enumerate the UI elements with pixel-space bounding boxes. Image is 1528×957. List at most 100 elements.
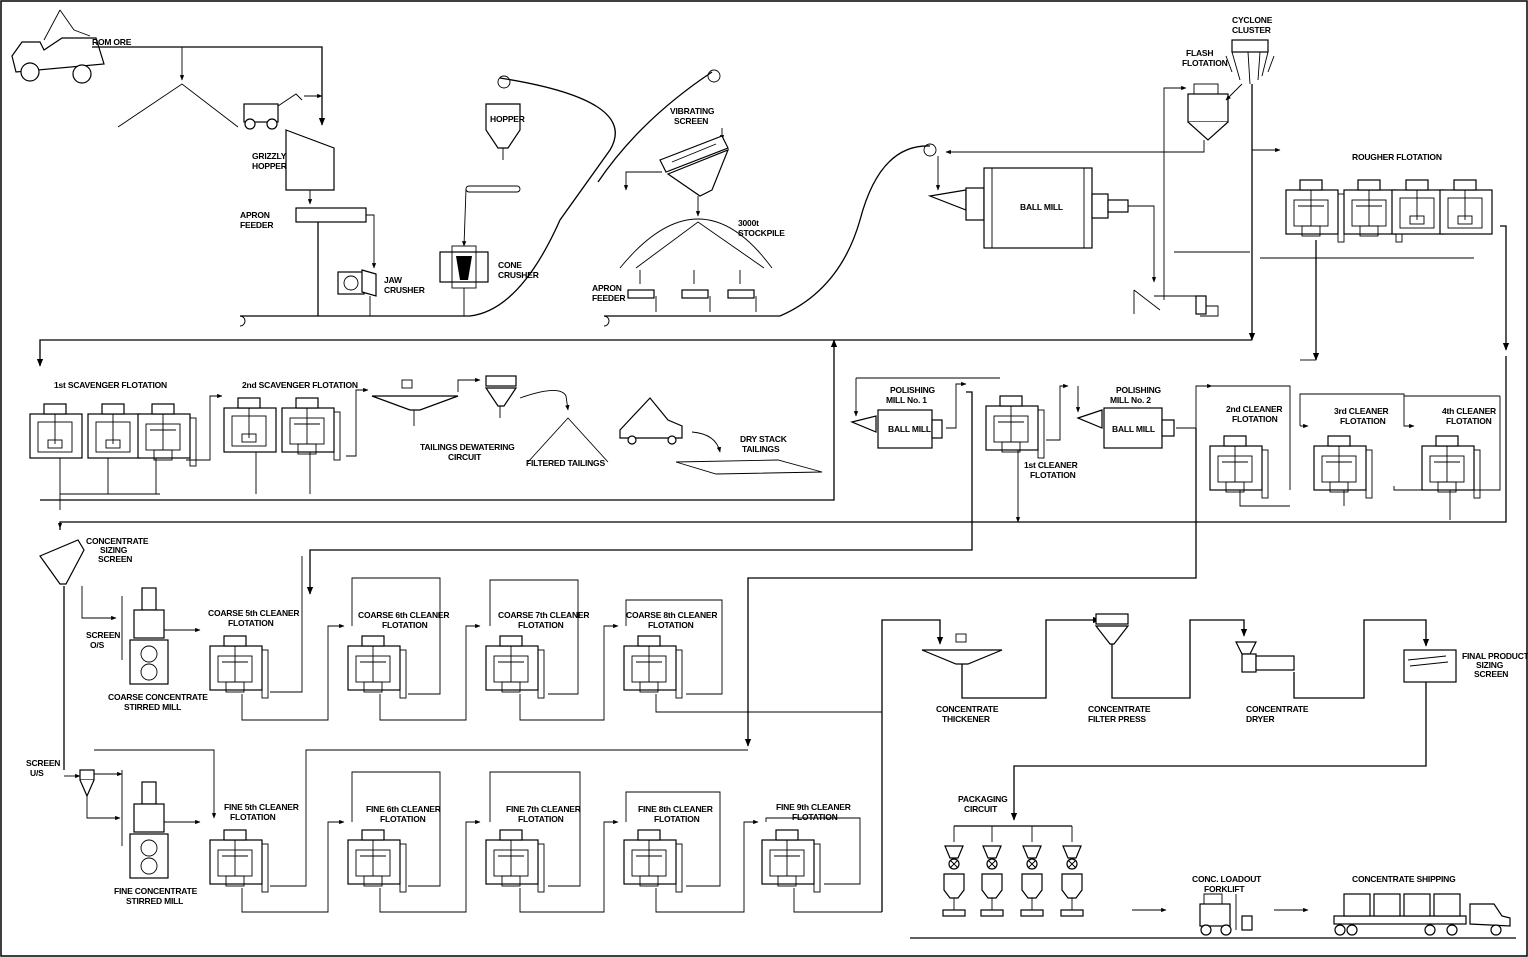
final-product-sizing-screen bbox=[1403, 649, 1457, 683]
fine-8-cell bbox=[623, 829, 683, 893]
dump-truck-icon bbox=[619, 397, 683, 445]
ball-mill-small-2-label: BALL MILL bbox=[1112, 424, 1155, 434]
conc-shipping-label: CONCENTRATE SHIPPING bbox=[1352, 874, 1456, 884]
fine-hydrocyclone bbox=[79, 769, 95, 798]
concentrate-dryer bbox=[1235, 641, 1295, 673]
fine-6-cell bbox=[347, 829, 407, 893]
fine-9-cell bbox=[761, 829, 821, 893]
concentrate-filter-press bbox=[1094, 613, 1130, 645]
scavenger-2-label: 2nd SCAVENGER FLOTATION bbox=[242, 380, 358, 390]
jaw-crusher bbox=[337, 269, 377, 297]
scavenger-1-cells bbox=[29, 403, 197, 467]
cleaner-1-cell bbox=[985, 395, 1045, 459]
concentrate-thickener bbox=[921, 633, 1003, 665]
apron-feeder-1 bbox=[295, 207, 367, 223]
front-loader-icon bbox=[243, 93, 303, 130]
tailings-thickener bbox=[371, 379, 459, 411]
packaging-bagger-1 bbox=[942, 845, 966, 917]
hopper-label: HOPPER bbox=[490, 114, 525, 124]
cone-crusher bbox=[439, 245, 489, 289]
polishing-mill-1 bbox=[850, 409, 943, 449]
ball-mill-label: BALL MILL bbox=[1020, 202, 1063, 212]
filtered-tailings-label: FILTERED TAILINGS bbox=[526, 458, 605, 468]
flash-flotation-cell bbox=[1187, 83, 1229, 141]
scavenger-2-cells bbox=[223, 397, 341, 461]
haul-truck-icon bbox=[11, 9, 105, 84]
rougher-flotation-label: ROUGHER FLOTATION bbox=[1352, 152, 1442, 162]
hopper bbox=[485, 103, 521, 149]
coarse-8-cell bbox=[623, 635, 683, 699]
cleaner-2-cell bbox=[1209, 435, 1269, 499]
dry-stack-tailings bbox=[675, 459, 823, 475]
fine-7-cell bbox=[485, 829, 545, 893]
ore-stockpile bbox=[117, 83, 239, 128]
cleaner-3-cell bbox=[1313, 435, 1373, 499]
coarse-5-cell bbox=[209, 635, 269, 699]
ball-mill bbox=[927, 167, 1129, 249]
filtered-tailings-pile bbox=[527, 417, 609, 463]
stockpile-3000t bbox=[619, 218, 773, 269]
packaging-bagger-2 bbox=[980, 845, 1004, 917]
cyclone-cluster bbox=[1225, 39, 1275, 85]
cleaner-4-cell bbox=[1421, 435, 1481, 499]
forklift-icon bbox=[1199, 893, 1253, 936]
fine-5-cell bbox=[209, 829, 269, 893]
coarse-7-cell bbox=[485, 635, 545, 699]
scavenger-1-label: 1st SCAVENGER FLOTATION bbox=[54, 380, 167, 390]
packaging-bagger-4 bbox=[1060, 845, 1084, 917]
coarse-6-cell bbox=[347, 635, 407, 699]
fine-stirred-mill bbox=[129, 781, 169, 879]
vibrating-screen bbox=[659, 135, 730, 197]
coarse-stirred-mill bbox=[129, 587, 169, 685]
mill-discharge-pump bbox=[1133, 289, 1219, 317]
ball-mill-small-1-label: BALL MILL bbox=[888, 424, 931, 434]
concentrate-sizing-screen bbox=[39, 539, 85, 585]
polishing-mill-2 bbox=[1076, 407, 1175, 449]
rougher-flotation-cells bbox=[1285, 179, 1493, 243]
shipping-truck-icon bbox=[1333, 893, 1511, 936]
rom-ore-label: ROM ORE bbox=[92, 37, 132, 47]
packaging-bagger-3 bbox=[1020, 845, 1044, 917]
tailings-filter bbox=[484, 375, 518, 407]
grizzly-hopper bbox=[285, 129, 335, 191]
